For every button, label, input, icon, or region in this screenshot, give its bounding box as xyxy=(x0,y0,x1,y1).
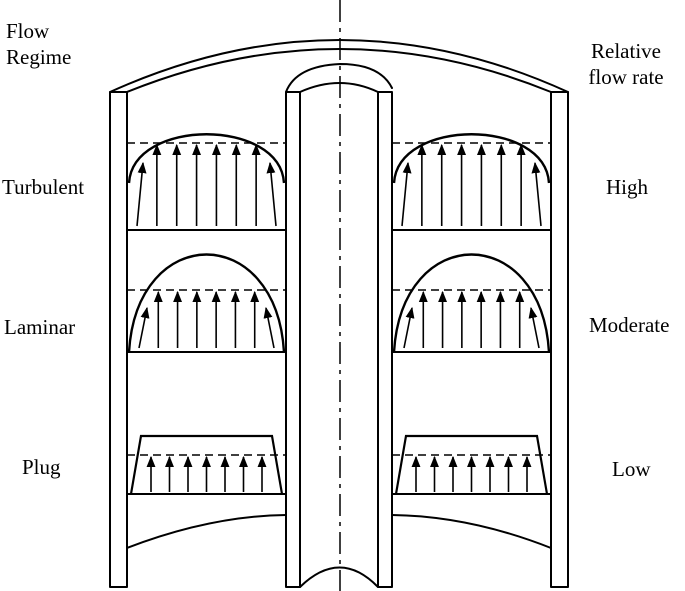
turbulent-right-velocity-arrow xyxy=(402,161,412,226)
bottom-arc-right xyxy=(392,515,551,548)
tube-bottom-arc xyxy=(300,568,378,588)
turbulent-left-velocity-arrow xyxy=(137,161,147,226)
regime-label-plug: Plug xyxy=(22,455,61,479)
central-tube-wall-left xyxy=(286,92,300,587)
header-right-line1: Relative xyxy=(591,39,661,63)
header-left-line2: Regime xyxy=(6,45,72,69)
laminar-left-velocity-arrow xyxy=(139,306,150,348)
outer-wall-right xyxy=(551,92,568,587)
plug-right-profile-curve xyxy=(396,436,547,494)
velocity-profiles xyxy=(127,134,551,494)
turbulent-left-profile-curve xyxy=(129,134,284,183)
laminar-right-profile-curve xyxy=(394,255,549,353)
vessel-top-rim-inner xyxy=(127,49,551,92)
turbulent-right-profile-curve xyxy=(394,134,549,183)
plug-left-profile-curve xyxy=(131,436,282,494)
laminar-left-velocity-arrow xyxy=(263,306,274,348)
header-left-line1: Flow xyxy=(6,19,50,43)
vessel-top-rim xyxy=(110,40,568,92)
central-tube-wall-right xyxy=(378,92,392,587)
rate-label-low: Low xyxy=(612,457,651,481)
rate-label-moderate: Moderate xyxy=(589,313,670,337)
turbulent-right-velocity-arrow xyxy=(531,161,541,226)
header-right-line2: flow rate xyxy=(588,65,664,89)
rate-label-high: High xyxy=(606,175,648,199)
regime-label-turbulent: Turbulent xyxy=(2,175,85,199)
turbulent-left-velocity-arrow xyxy=(266,161,276,226)
laminar-right-velocity-arrow xyxy=(404,306,415,348)
outer-wall-left xyxy=(110,92,127,587)
bottom-arc-left xyxy=(127,515,286,548)
laminar-left-profile-curve xyxy=(129,255,284,353)
laminar-right-velocity-arrow xyxy=(528,306,539,348)
central-tube-inner-top xyxy=(300,83,378,92)
central-tube-top xyxy=(286,64,392,92)
regime-label-laminar: Laminar xyxy=(4,315,76,339)
